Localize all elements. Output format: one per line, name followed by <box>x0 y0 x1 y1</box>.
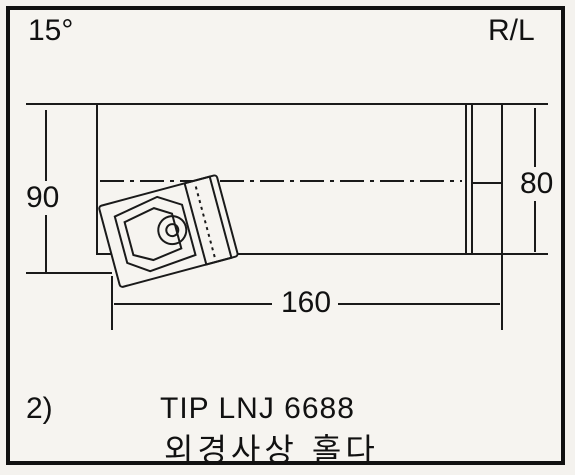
hand-label: R/L <box>488 14 535 47</box>
clamp-screw-center <box>165 223 180 238</box>
approach-angle: 15° <box>28 14 74 47</box>
dimension-length: 160 <box>279 286 334 320</box>
shank-outline <box>96 103 503 255</box>
tip-code: TIP LNJ 6688 <box>160 392 355 425</box>
item-number: 2) <box>26 392 53 425</box>
holder-name: 외경사상 홀다 <box>164 431 379 469</box>
clamp-screw <box>157 215 188 246</box>
holder-head <box>98 174 239 288</box>
head-clamp-side <box>183 175 233 266</box>
insert <box>123 207 183 262</box>
dimension-shank-height: 80 <box>518 167 556 201</box>
dimension-height: 90 <box>24 181 62 215</box>
